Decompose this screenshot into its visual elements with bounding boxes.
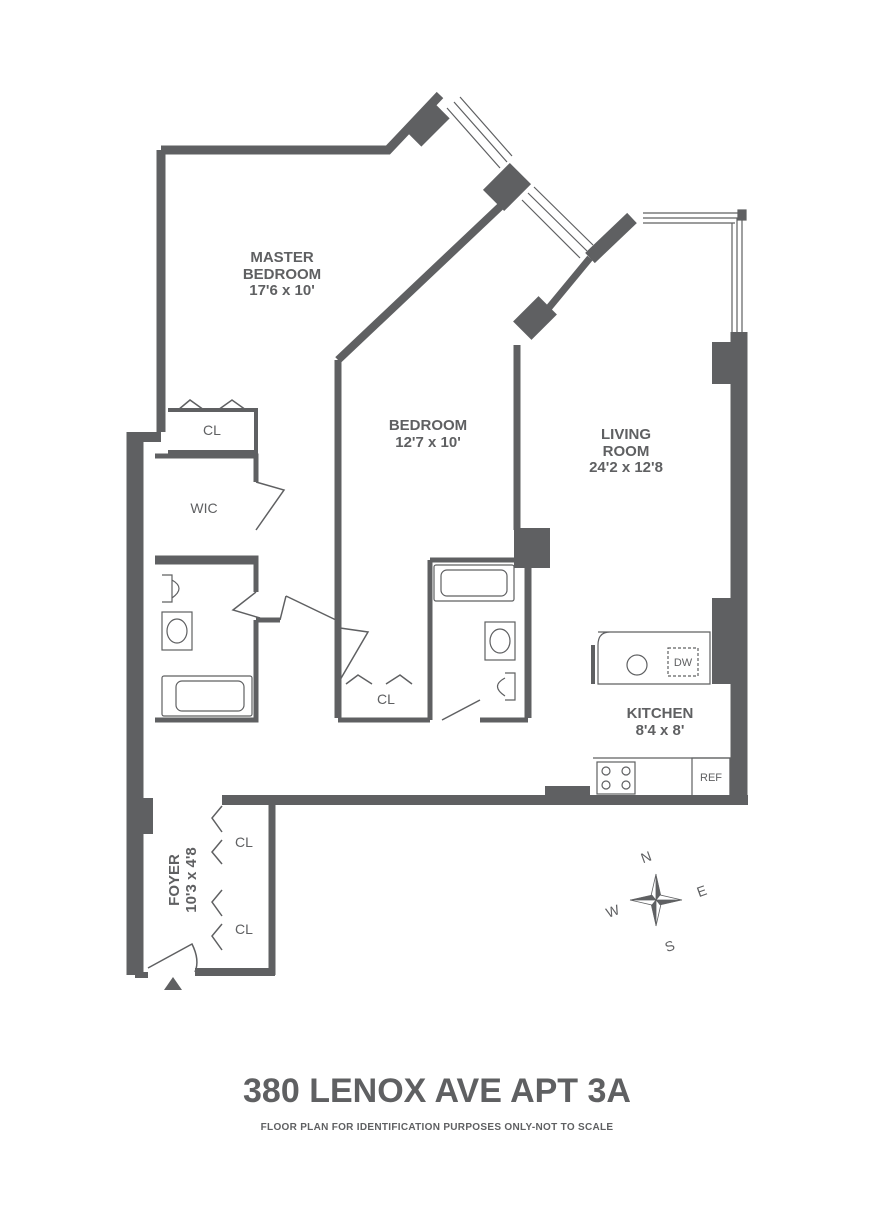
bathtub-1: [161, 675, 253, 717]
kitchen-sink: [626, 654, 648, 676]
living-room-size: 24'2 x 12'8: [589, 459, 663, 476]
living-top-wall: [585, 212, 637, 264]
living-room-name-2: ROOM: [602, 442, 650, 460]
disclaimer-text: FLOOR PLAN FOR IDENTIFICATION PURPOSES O…: [260, 1122, 614, 1133]
master-bedroom-label: MASTER BEDROOM 17'6 x 10': [222, 249, 342, 300]
foyer-closet-1-label: CL: [235, 834, 253, 850]
wall-pier-8: [143, 798, 153, 834]
foyer-label: FOYER 10'3 x 4'8: [166, 820, 200, 940]
wall-pier-3: [513, 296, 557, 340]
master-bedroom-name-2: BEDROOM: [242, 265, 322, 283]
wic-door: [255, 481, 286, 531]
stove: [596, 761, 636, 795]
wall-pier-9: [127, 432, 161, 442]
bath2-walls: [427, 557, 528, 723]
bed-diag-wall: [335, 201, 506, 363]
property-address: 380 LENOX AVE APT 3A: [243, 1072, 631, 1110]
bath2-door: [441, 699, 481, 721]
entry-arrow: [164, 977, 182, 990]
dishwasher-label: DW: [673, 657, 693, 669]
master-closet-label: CL: [203, 422, 221, 438]
outer-wall-master-top: [161, 91, 444, 155]
window-bed: [521, 186, 594, 259]
bath1-walls: [155, 559, 259, 723]
sink-2-basin: [489, 628, 511, 654]
window-living-top: [643, 212, 742, 224]
sink-1-basin: [166, 618, 188, 644]
foyer-closet-2-label: CL: [235, 921, 253, 937]
foyer-closet-doors-1: [211, 805, 223, 865]
wall-pier-4: [712, 342, 742, 384]
bed-closet-doors: [345, 674, 413, 685]
master-bedroom-size: 17'6 x 10': [249, 282, 315, 299]
bathtub-1-inner: [175, 680, 245, 712]
window-corner: [737, 209, 747, 221]
master-bedroom-name-1: MASTER: [250, 249, 314, 266]
wic-walls: [155, 453, 259, 592]
wic-label: WIC: [190, 500, 218, 516]
living-room-label: LIVING ROOM 24'2 x 12'8: [566, 426, 686, 477]
bedroom-closet-label: CL: [377, 691, 395, 707]
kitchen-island: [597, 631, 711, 685]
wall-pier-2: [482, 162, 532, 212]
entry-door: [147, 942, 198, 973]
refrigerator-label: REF: [700, 772, 722, 784]
toilet-1: [162, 574, 180, 603]
sink-1: [161, 611, 193, 651]
foyer-size: 10'3 x 4'8: [182, 847, 200, 913]
sink-2: [484, 621, 516, 661]
window-living-side: [731, 213, 743, 332]
kitchen-size: 8'4 x 8': [635, 721, 685, 739]
wall-pier-6: [712, 598, 742, 684]
living-room-name-1: LIVING: [600, 426, 651, 443]
wall-pier-7: [545, 786, 590, 800]
master-closet-doors: [177, 399, 247, 411]
kitchen-label: KITCHEN 8'4 x 8': [600, 705, 720, 739]
toilet-2: [496, 672, 516, 701]
bedroom-label: BEDROOM 12'7 x 10': [368, 417, 488, 451]
foyer-name: FOYER: [166, 854, 183, 906]
bathtub-2-inner: [440, 569, 508, 597]
bathtub-2: [433, 564, 515, 602]
wall-pier-1: [404, 101, 450, 147]
bedroom-size: 12'7 x 10': [395, 433, 461, 451]
bed-door: [339, 627, 370, 681]
bath1-door: [279, 595, 337, 621]
master-door: [231, 591, 261, 619]
fridge: [691, 757, 731, 797]
foyer-closet-doors-2: [211, 889, 223, 951]
master-closet-walls: [168, 408, 258, 454]
window-master: [446, 96, 513, 169]
kitchen-name: KITCHEN: [626, 705, 694, 722]
dishwasher-box: [667, 647, 699, 677]
compass-rose: [629, 873, 683, 927]
bedroom-name: BEDROOM: [388, 417, 468, 434]
wall-pier-5: [514, 528, 550, 568]
